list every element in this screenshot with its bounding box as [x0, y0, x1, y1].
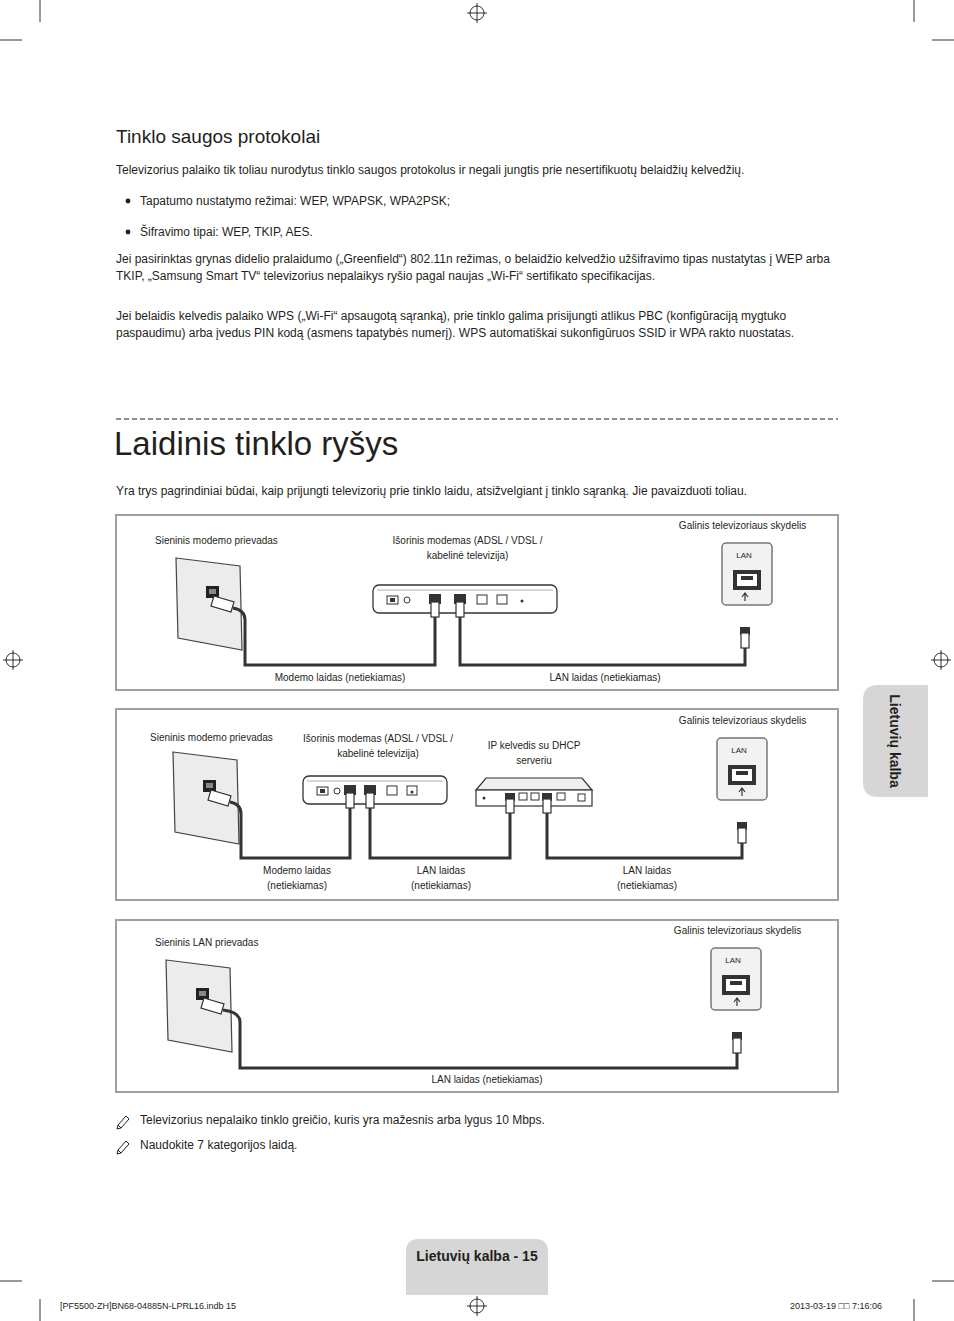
registration-marks [3, 3, 951, 1316]
note-text: Naudokite 7 kategorijos laidą. [140, 1137, 297, 1154]
tv-panel: Galinis televizoriaus skydelisLAN [667, 923, 808, 1063]
port-label: LAN [714, 746, 764, 756]
cable-connector [460, 630, 745, 665]
body-text: Televizorius palaiko tik toliau nurodytu… [116, 162, 744, 179]
body-text: Šifravimo tipai: WEP, TKIP, AES. [140, 224, 313, 241]
tv-illustration [672, 518, 813, 660]
device-label: Galinis televizoriaus skydelis [667, 923, 808, 938]
tv-illustration [672, 713, 813, 855]
body-text: Jei pasirinktas grynas didelio pralaidum… [116, 251, 851, 285]
body-text: Jei belaidis kelvedis palaiko WPS („Wi-F… [116, 308, 851, 342]
section-heading: Laidinis tinklo ryšys [114, 424, 398, 464]
cable-connector [370, 828, 510, 858]
device-label: Sieninis modemo prievadas [155, 533, 278, 548]
modem-illustration [370, 533, 565, 630]
wall-socket: Sieninis LAN prievadas [152, 935, 292, 1050]
tv-panel: Galinis televizoriaus skydelisLAN [672, 713, 813, 855]
device-label: Išorinis modemas (ADSL / VDSL / kabelinė… [299, 731, 457, 761]
cable-connector [240, 1050, 737, 1068]
cable-connector [245, 630, 435, 665]
bullet [126, 230, 131, 235]
print-footer: [PF5500-ZH]BN68-04885N-LPRL16.indb 15 [60, 1300, 236, 1312]
cable-label: Modemo laidas (netiekiamas) [249, 863, 345, 893]
note-icon [117, 1116, 129, 1154]
device-label: Galinis televizoriaus skydelis [672, 518, 813, 533]
router-illustration [473, 738, 595, 828]
diagram-frame [116, 515, 838, 690]
body-text: Yra trys pagrindiniai būdai, kaip prijun… [116, 483, 876, 500]
wall-socket: Sieninis modemo prievadas [150, 533, 290, 648]
cable-label: LAN laidas (netiekiamas) [503, 670, 707, 685]
cable-label: LAN laidas (netiekiamas) [385, 1072, 589, 1087]
modem-device: Išorinis modemas (ADSL / VDSL / kabelinė… [370, 533, 565, 630]
tv-illustration [667, 923, 808, 1063]
page-number: Lietuvių kalba - 15 [406, 1247, 548, 1265]
cable-connector [241, 828, 350, 858]
modem-illustration [298, 731, 458, 828]
bullet [126, 199, 131, 204]
wall-socket: Sieninis modemo prievadas [148, 730, 288, 842]
device-label: IP kelvedis su DHCP serveriu [478, 738, 590, 768]
cable-label: LAN laidas (netiekiamas) [599, 863, 695, 893]
diagram-frame [116, 709, 838, 900]
modem-device: Išorinis modemas (ADSL / VDSL / kabelinė… [298, 731, 458, 828]
device-label: Sieninis LAN prievadas [155, 935, 258, 950]
router-device: IP kelvedis su DHCP serveriu [473, 738, 595, 828]
diagram-frame [116, 920, 838, 1092]
device-label: Išorinis modemas (ADSL / VDSL / kabelinė… [378, 533, 558, 563]
cable-label: Modemo laidas (netiekiamas) [238, 670, 442, 685]
device-label: Sieninis modemo prievadas [150, 730, 273, 745]
note-text: Televizorius nepalaiko tinklo greičio, k… [140, 1112, 545, 1129]
port-label: LAN [719, 551, 769, 561]
wall-illustration [148, 730, 288, 842]
dashed-rule [116, 419, 838, 420]
language-tab [863, 685, 928, 797]
cable-connector [547, 828, 742, 858]
wall-illustration [152, 935, 292, 1050]
language-tab-text: Lietuvių kalba [886, 694, 904, 787]
cable-label: LAN laidas (netiekiamas) [393, 863, 489, 893]
subsection-heading: Tinklo saugos protokolai [116, 125, 320, 149]
wall-illustration [150, 533, 290, 648]
print-footer: 2013-03-19 □□ 7:16:06 [790, 1300, 882, 1312]
body-text: Tapatumo nustatymo režimai: WEP, WPAPSK,… [140, 193, 450, 210]
page-number-tab [406, 1239, 548, 1295]
device-label: Galinis televizoriaus skydelis [672, 713, 813, 728]
port-label: LAN [708, 956, 758, 966]
tv-panel: Galinis televizoriaus skydelisLAN [672, 518, 813, 660]
